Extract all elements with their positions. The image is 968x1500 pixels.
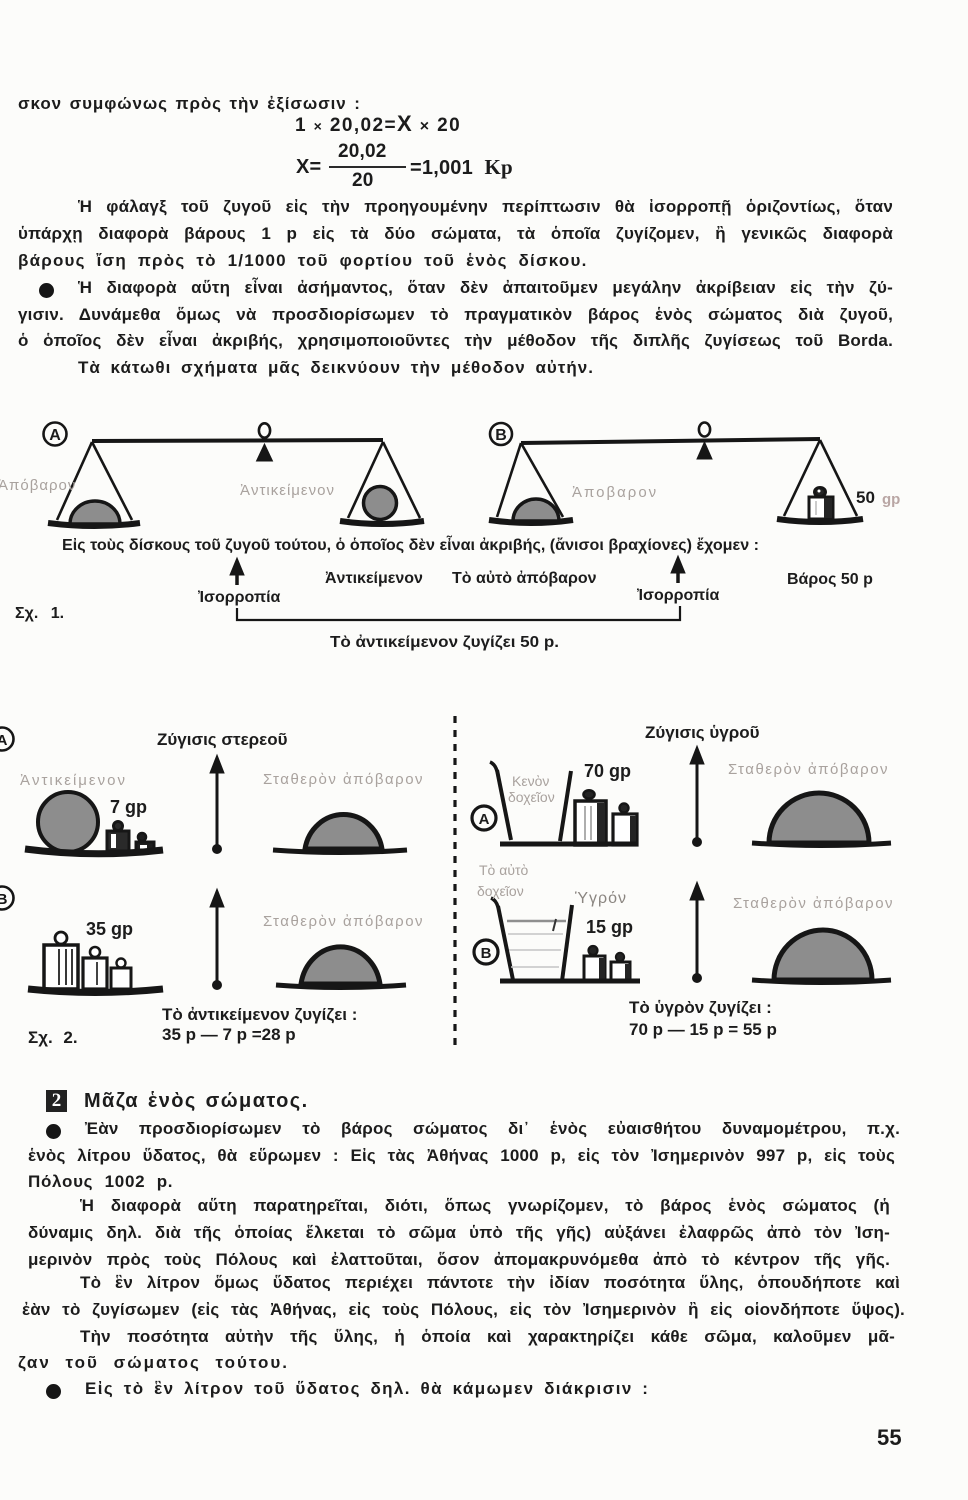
svg-text:δοχεῖον: δοχεῖον [477,883,524,899]
svg-text:Σταθερὸν ἀπόβαρον: Σταθερὸν ἀπόβαρον [263,913,424,930]
svg-text:B: B [495,427,507,444]
svg-text:50: 50 [856,488,875,507]
svg-text:Ἀντικείμενον: Ἀντικείμενον [240,482,335,499]
svg-text:Σταθερὸν ἀπόβαρον: Σταθερὸν ἀπόβαρον [733,895,894,912]
svg-text:Τὸ αὐτὸ: Τὸ αὐτὸ [479,862,529,878]
svg-text:A: A [49,427,61,444]
svg-text:7 gp: 7 gp [110,797,147,817]
svg-text:35 gp: 35 gp [86,919,133,939]
svg-text:Ἰσορροπία: Ἰσορροπία [637,587,720,604]
svg-text:70 gp: 70 gp [584,761,631,781]
svg-text:Σταθερὸν ἀπόβαρον: Σταθερὸν ἀπόβαρον [728,761,889,778]
svg-text:Ἰσορροπία: Ἰσορροπία [198,589,281,606]
svg-text:Κενὸν: Κενὸν [512,773,549,789]
svg-text:A: A [479,811,490,828]
svg-text:Σχ. 1.: Σχ. 1. [15,605,64,622]
svg-text:A: A [0,732,8,749]
svg-text:Ἀντικείμενον: Ἀντικείμενον [20,772,127,789]
svg-text:Σχ. 2.: Σχ. 2. [28,1028,78,1047]
svg-text:Ζύγισις ὑγροῦ: Ζύγισις ὑγροῦ [645,723,760,742]
svg-text:Ὑγρόν: Ὑγρόν [575,890,627,907]
svg-text:gp: gp [882,491,900,508]
svg-text:B: B [0,891,8,908]
svg-text:δοχεῖον: δοχεῖον [508,789,555,805]
svg-text:35 p — 7 p =28 p: 35 p — 7 p =28 p [162,1025,296,1044]
svg-text:15 gp: 15 gp [586,917,633,937]
svg-text:Ἀντικείμενον: Ἀντικείμενον [325,570,423,587]
svg-text:70 p — 15 p = 55 p: 70 p — 15 p = 55 p [629,1020,777,1039]
svg-text:Ἀπόβαρον: Ἀπόβαρον [0,477,76,494]
svg-text:Τὸ ἀντικείμενον ζυγίζει 50 p.: Τὸ ἀντικείμενον ζυγίζει 50 p. [330,634,559,651]
svg-text:Ζύγισις στερεοῦ: Ζύγισις στερεοῦ [157,730,288,749]
svg-text:Τὸ αὐτὸ ἀπόβαρον: Τὸ αὐτὸ ἀπόβαρον [452,570,597,587]
svg-text:B: B [481,945,492,962]
svg-text:Ἀποβαρον: Ἀποβαρον [572,484,658,501]
svg-text:Τὸ ὑγρὸν ζυγίζει :: Τὸ ὑγρὸν ζυγίζει : [629,998,772,1017]
svg-text:Σταθερὸν ἀπόβαρον: Σταθερὸν ἀπόβαρον [263,771,424,788]
svg-text:Τὸ ἀντικείμενον ζυγίζει :: Τὸ ἀντικείμενον ζυγίζει : [162,1005,357,1024]
svg-text:Εἰς τοὺς δίσκους τοῦ ζυγοῦ τού: Εἰς τοὺς δίσκους τοῦ ζυγοῦ τούτου, ὁ ὁπο… [62,534,759,554]
svg-text:Βάρος 50 p: Βάρος 50 p [787,571,873,588]
